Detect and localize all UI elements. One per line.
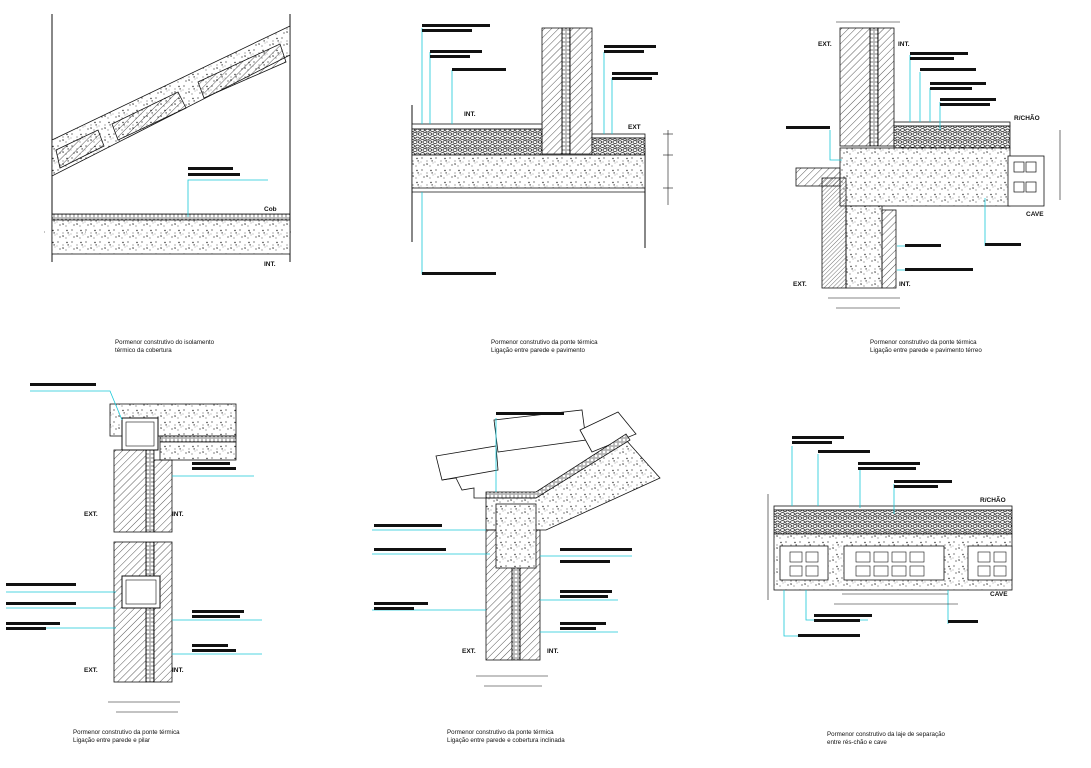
slab-block-right <box>967 545 1013 581</box>
caption-detail-3: Pormenor construtivo da ponte térmica Li… <box>870 339 982 354</box>
detail2-ext-label: EXT <box>628 124 641 131</box>
detail2-int-label: INT. <box>464 111 476 118</box>
detail6-cave-label: CAVE <box>990 591 1008 598</box>
detail-wall-ground-floor <box>786 21 1061 309</box>
detail4-int-top-label: INT. <box>172 511 184 518</box>
detail-wall-column <box>6 383 262 713</box>
caption-line: Pormenor construtivo do isolamento <box>115 339 215 346</box>
detail3-cave-label: CAVE <box>1026 211 1044 218</box>
detail4-int-bottom-label: INT. <box>172 667 184 674</box>
caption-detail-2: Pormenor construtivo da ponte térmica Li… <box>491 339 598 354</box>
detail3-ext-top-label: EXT. <box>818 41 832 48</box>
slab-block-left <box>779 545 829 581</box>
caption-line: entre rés-chão e cave <box>827 738 887 746</box>
caption-line: térmico da cobertura <box>115 346 172 354</box>
caption-detail-5: Pormenor construtivo da ponte térmica Li… <box>447 729 565 744</box>
caption-line: Ligação entre parede e pavimento <box>491 346 585 354</box>
detail4-ext-bottom-label: EXT. <box>84 667 98 674</box>
caption-line: Pormenor construtivo da ponte térmica <box>447 729 554 736</box>
caption-line: Pormenor construtivo da ponte térmica <box>491 339 598 346</box>
caption-detail-1: Pormenor construtivo do isolamento térmi… <box>115 339 214 354</box>
slab-block-middle <box>843 545 945 581</box>
caption-line: Pormenor construtivo da ponte térmica <box>73 729 180 736</box>
detail5-int-label: INT. <box>547 648 559 655</box>
caption-detail-6: Pormenor construtivo da laje de separaçã… <box>827 731 945 746</box>
detail-roof-insulation <box>44 14 298 262</box>
detail-wall-pitched-roof <box>372 409 661 687</box>
caption-line: Ligação entre parede e pavimento térreo <box>870 346 982 354</box>
detail3-int-bottom-label: INT. <box>899 281 911 288</box>
detail-separation-slab <box>767 436 1013 637</box>
detail3-rchao-label: R/CHÃO <box>1014 113 1040 122</box>
caption-detail-4: Pormenor construtivo da ponte térmica Li… <box>73 729 180 744</box>
detail3-int-top-label: INT. <box>898 41 910 48</box>
detail1-int-label: INT. <box>264 261 276 268</box>
detail5-ext-label: EXT. <box>462 648 476 655</box>
detail3-ext-bottom-label: EXT. <box>793 281 807 288</box>
detail-wall-floor <box>411 24 673 275</box>
caption-line: Pormenor construtivo da ponte térmica <box>870 339 977 346</box>
caption-line: Ligação entre parede e pilar <box>73 736 151 744</box>
caption-line: Pormenor construtivo da laje de separaçã… <box>827 731 945 738</box>
detail1-cob-label: Cob <box>264 206 277 213</box>
detail4-ext-top-label: EXT. <box>84 511 98 518</box>
detail6-rchao-label: R/CHÃO <box>980 495 1006 504</box>
caption-line: Ligação entre parede e cobertura inclina… <box>447 736 565 744</box>
